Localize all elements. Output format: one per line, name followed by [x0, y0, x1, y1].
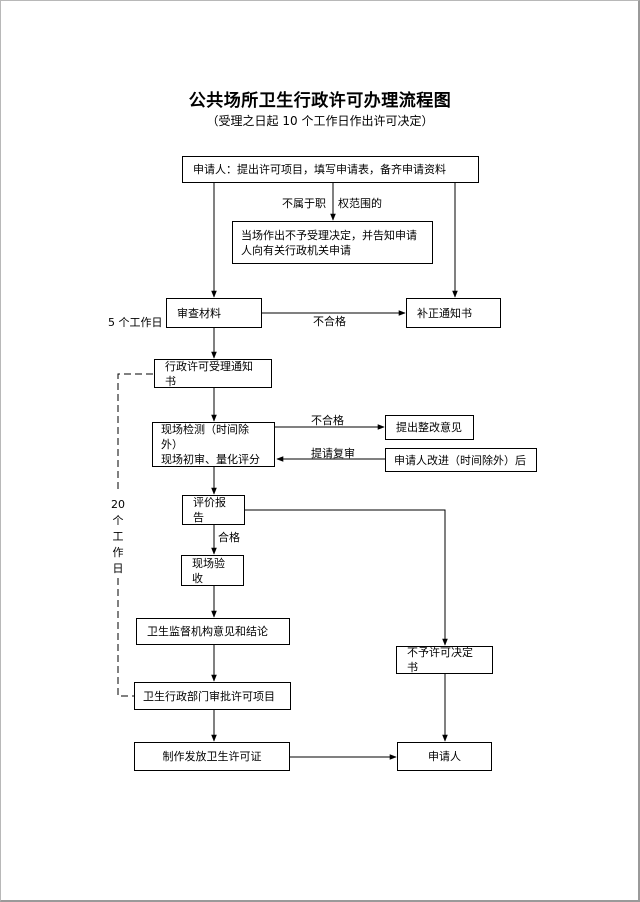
denial-decision-text: 不予许可决定书 — [407, 646, 473, 674]
page-title: 公共场所卫生行政许可办理流程图 — [188, 91, 452, 111]
site-acceptance-text: 现场验收 — [192, 556, 225, 585]
supervision-opinion-box: 卫生监督机构意见和结论 — [136, 618, 290, 645]
site-inspection-text: 现场检测（时间除外） 现场初审、量化评分 — [161, 423, 260, 466]
twenty-days-char: 个 — [112, 514, 124, 527]
applicant-submit-text: 申请人：提出许可项目，填写申请表，备齐申请资料 — [193, 163, 446, 176]
applicant-submit-box: 申请人：提出许可项目，填写申请表，备齐申请资料 — [182, 156, 479, 183]
twenty-days-char: 工 — [112, 530, 124, 543]
applicant-improve-box: 申请人改进（时间除外）后 — [385, 448, 537, 472]
not-accept-decision-box: 当场作出不予受理决定，并告知申请人向有关行政机关申请 — [232, 221, 433, 264]
acceptance-notice-text: 行政许可受理通知书 — [165, 359, 253, 388]
evaluation-report-box: 评价报告 — [182, 495, 245, 525]
correction-notice-text: 补正通知书 — [417, 306, 472, 320]
label-request-rereview: 提请复审 — [311, 447, 355, 460]
applicant-final-text: 申请人 — [428, 750, 461, 763]
page-subtitle: （受理之日起 10 个工作日作出许可决定） — [206, 114, 434, 128]
applicant-improve-text: 申请人改进（时间除外）后 — [394, 453, 526, 467]
twenty-days-char: 日 — [112, 562, 124, 575]
acceptance-notice-box: 行政许可受理通知书 — [154, 359, 272, 388]
rectification-opinion-text: 提出整改意见 — [396, 421, 462, 434]
correction-notice-box: 补正通知书 — [406, 298, 501, 328]
twenty-days-char: 20 — [111, 498, 125, 511]
rectification-opinion-box: 提出整改意见 — [385, 415, 474, 440]
supervision-opinion-text: 卫生监督机构意见和结论 — [147, 625, 268, 638]
denial-decision-box: 不予许可决定书 — [396, 646, 493, 674]
label-qualified: 合格 — [218, 531, 240, 544]
twenty-days-char: 作 — [112, 546, 124, 559]
arrow-report-to-denial — [245, 509, 448, 646]
label-five-working-days: 5 个工作日 — [108, 316, 163, 329]
not-accept-decision-text: 当场作出不予受理决定，并告知申请人向有关行政机关申请 — [241, 228, 417, 257]
label-not-within-scope-a: 不属于职 — [282, 197, 326, 210]
evaluation-report-text: 评价报告 — [193, 496, 226, 524]
site-acceptance-box: 现场验收 — [181, 555, 244, 586]
issue-license-box: 制作发放卫生许可证 — [134, 742, 290, 771]
approval-box: 卫生行政部门审批许可项目 — [134, 682, 291, 710]
label-unqualified-review: 不合格 — [313, 315, 346, 328]
review-materials-box: 审查材料 — [166, 298, 262, 328]
site-inspection-box: 现场检测（时间除外） 现场初审、量化评分 — [152, 422, 275, 467]
applicant-final-box: 申请人 — [397, 742, 492, 771]
label-unqualified-inspection: 不合格 — [311, 414, 344, 427]
label-not-within-scope-b: 权范围的 — [338, 197, 382, 210]
approval-text: 卫生行政部门审批许可项目 — [143, 689, 275, 703]
bracket-twenty-days-lower — [117, 578, 134, 697]
review-materials-text: 审查材料 — [177, 306, 221, 320]
issue-license-text: 制作发放卫生许可证 — [162, 750, 262, 763]
bracket-twenty-days — [117, 373, 153, 490]
